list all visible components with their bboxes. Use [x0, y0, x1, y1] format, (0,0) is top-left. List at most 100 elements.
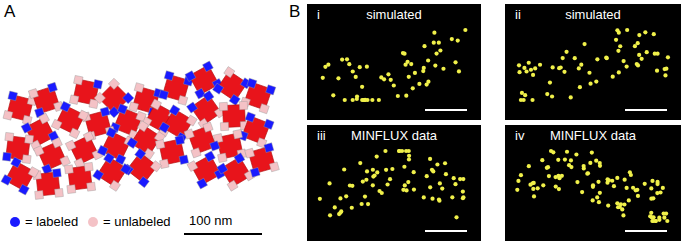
protein-square	[219, 101, 248, 130]
protein-square	[238, 112, 274, 148]
localization-dot	[371, 183, 375, 187]
localization-dot	[665, 219, 669, 223]
localization-dot	[560, 174, 564, 178]
localization-dot	[562, 70, 566, 74]
localization-dot	[625, 186, 629, 190]
localization-dot	[386, 72, 390, 76]
localization-dot	[380, 191, 384, 195]
panel-letter: A	[4, 3, 15, 22]
localization-dot	[412, 187, 416, 191]
localization-dot	[531, 73, 535, 77]
localization-dot	[422, 66, 426, 70]
localization-dot	[413, 71, 417, 75]
image-panel: ivMINFLUX data	[505, 125, 681, 241]
scale-bar	[625, 230, 667, 232]
localization-dot	[390, 167, 394, 171]
localization-dot	[585, 172, 589, 176]
protein-square	[69, 75, 102, 108]
panel-title: simulated	[565, 8, 621, 22]
localization-dot	[654, 219, 658, 223]
localization-dot	[588, 161, 592, 165]
protein-square	[65, 131, 102, 168]
localization-dot	[595, 57, 599, 61]
localization-dot	[549, 149, 553, 153]
localization-dot	[595, 195, 599, 199]
localization-dot	[516, 179, 520, 183]
localization-dot	[438, 48, 442, 52]
localization-dot	[540, 158, 544, 162]
localization-dot	[327, 181, 331, 185]
localization-dot	[582, 164, 586, 168]
localization-dot	[426, 58, 430, 62]
localization-dot	[575, 180, 579, 184]
localization-dot	[379, 75, 383, 79]
localization-dot	[519, 98, 523, 102]
image-panel: iisimulated	[505, 4, 681, 120]
localization-dot	[582, 42, 586, 46]
protein-square	[240, 78, 276, 114]
localization-dot	[546, 165, 550, 169]
localization-dot	[531, 181, 535, 185]
localization-dot	[655, 69, 659, 73]
localization-dot	[569, 158, 573, 162]
localization-dot	[557, 66, 561, 70]
localization-dot	[573, 56, 577, 60]
localization-dot	[637, 53, 641, 57]
localization-dot	[441, 67, 445, 71]
localization-dot	[579, 63, 583, 67]
localization-dot	[655, 52, 659, 56]
localization-dot	[615, 201, 619, 205]
localization-dot	[422, 195, 426, 199]
localization-dot	[578, 85, 582, 89]
localization-dot	[372, 173, 376, 177]
localization-dot	[431, 169, 435, 173]
localization-dot	[365, 65, 369, 69]
localization-dot	[450, 37, 454, 41]
panel-title: simulated	[366, 8, 422, 22]
localization-dot	[620, 207, 624, 211]
localization-dot	[563, 158, 567, 162]
localization-dot	[553, 175, 557, 179]
localization-dot	[519, 173, 523, 177]
localization-dot	[425, 174, 429, 178]
localization-dot	[551, 65, 555, 69]
protein-square	[127, 121, 166, 160]
localization-dot	[351, 98, 355, 102]
localization-dot	[428, 157, 432, 161]
localization-dot	[342, 167, 346, 171]
localization-dot	[536, 186, 540, 190]
localization-dot	[621, 213, 625, 217]
localization-dot	[454, 215, 458, 219]
localization-dot	[523, 93, 527, 97]
localization-dot	[612, 184, 616, 188]
panel-title: MINFLUX data	[550, 129, 636, 143]
localization-dot	[377, 98, 381, 102]
localization-dot	[649, 197, 653, 201]
localization-dot	[358, 65, 362, 69]
legend-swatch	[10, 217, 20, 227]
localization-dot	[643, 30, 647, 34]
localization-dot	[625, 28, 629, 32]
localization-dot	[569, 165, 573, 169]
localization-dot	[343, 98, 347, 102]
localization-dot	[614, 38, 618, 42]
localization-dot	[538, 63, 542, 67]
localization-dot	[336, 76, 340, 80]
localization-dot	[594, 79, 598, 83]
localization-dot	[360, 98, 364, 102]
localization-dot	[434, 51, 438, 55]
localization-dot	[530, 98, 534, 102]
localization-dot	[557, 187, 561, 191]
localization-dot	[371, 168, 375, 172]
localization-dot	[384, 168, 388, 172]
localization-dot	[565, 150, 569, 154]
localization-dot	[548, 80, 552, 84]
localization-dot	[333, 205, 337, 209]
localization-dot	[383, 149, 387, 153]
localization-dot	[532, 194, 536, 198]
localization-dot	[404, 188, 408, 192]
legend-text: = unlabeled	[103, 214, 171, 229]
localization-dot	[661, 186, 665, 190]
localization-dot	[515, 188, 519, 192]
localization-dot	[615, 176, 619, 180]
